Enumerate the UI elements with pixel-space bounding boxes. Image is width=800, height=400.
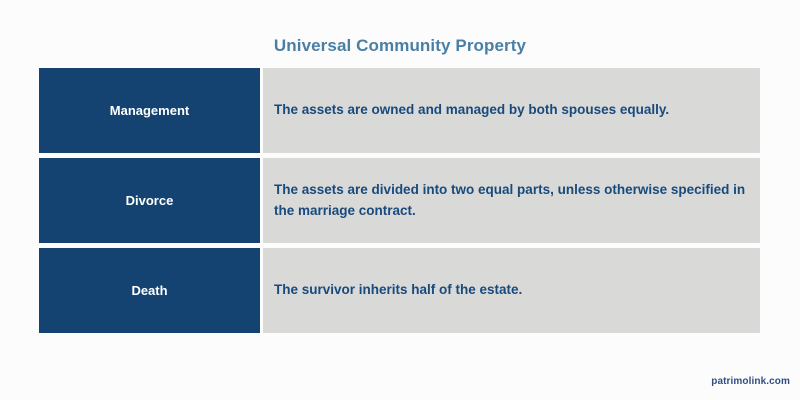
page-title: Universal Community Property	[273, 36, 527, 55]
row-description-death: The survivor inherits half of the estate…	[263, 248, 760, 333]
row-description-text: The survivor inherits half of the estate…	[274, 282, 523, 298]
row-description-text: The assets are divided into two equal pa…	[274, 182, 746, 218]
row-label-divorce: Divorce	[39, 158, 260, 243]
table-row: Divorce The assets are divided into two …	[39, 158, 760, 243]
row-description-management: The assets are owned and managed by both…	[263, 68, 760, 153]
row-label-death: Death	[39, 248, 260, 333]
table-row: Death The survivor inherits half of the …	[39, 248, 760, 333]
row-description-divorce: The assets are divided into two equal pa…	[263, 158, 760, 243]
row-label-management: Management	[39, 68, 260, 153]
table-row: Management The assets are owned and mana…	[39, 68, 760, 153]
watermark: patrimolink.com	[711, 376, 790, 387]
comparison-table: Management The assets are owned and mana…	[39, 68, 760, 333]
row-description-text: The assets are owned and managed by both…	[274, 102, 670, 118]
